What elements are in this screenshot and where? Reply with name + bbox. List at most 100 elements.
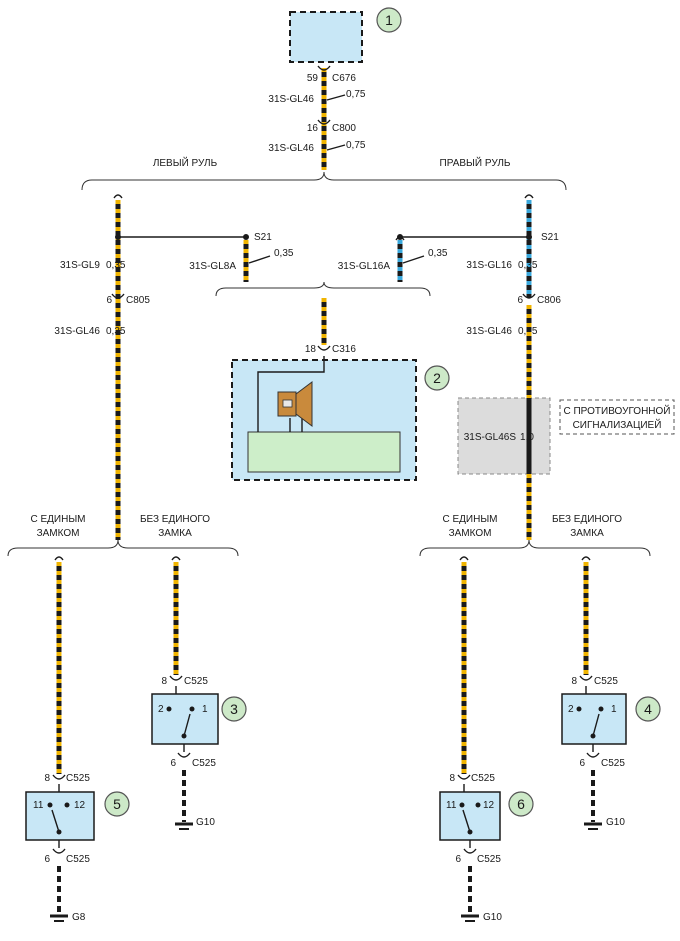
diagram-path	[457, 774, 471, 780]
diagram-path	[459, 556, 469, 561]
callout-1: 1	[385, 12, 393, 28]
label-left-steering: ЛЕВЫЙ РУЛЬ	[153, 156, 218, 169]
size-075-1: 0,75	[346, 89, 366, 100]
c806-pin: 6	[517, 295, 523, 306]
size-gl16: 0,35	[518, 260, 538, 271]
alarm-note-box	[559, 399, 675, 435]
callout-2-circle	[424, 365, 450, 391]
diagram-label: 2	[568, 704, 574, 715]
c805-label: C805	[126, 295, 150, 306]
diagram-label: 6	[579, 758, 585, 769]
alarm-note-line2: СИГНАЛИЗАЦИЕЙ	[573, 418, 662, 431]
component-2-module	[247, 431, 401, 473]
connector-c805-mark	[111, 293, 125, 299]
connector-c800-mark	[317, 119, 331, 125]
c525-5-top-mark	[52, 774, 66, 780]
splice-s21-right: S21	[541, 232, 559, 243]
diagram-path	[581, 556, 591, 561]
diagram-label: C525	[184, 676, 208, 687]
connector-c676-mark	[317, 65, 331, 71]
diagram-label: 6	[44, 854, 50, 865]
diagram-line	[592, 713, 600, 737]
size-gl46s: 1,0	[520, 432, 534, 443]
diagram-label: 12	[483, 800, 495, 811]
diagram-circle	[181, 733, 187, 739]
wire-gl16: 31S-GL16	[466, 260, 512, 271]
c805-pin: 6	[106, 295, 112, 306]
callout-3: 3	[230, 701, 238, 717]
ground-g10-bottom-label: G10	[483, 912, 502, 923]
right-with-lock-1: С ЕДИНЫМ	[442, 514, 497, 525]
diagram-line	[248, 255, 271, 264]
diagram-line	[51, 809, 60, 833]
c800-pin: 16	[307, 123, 319, 134]
diagram-path	[177, 752, 191, 758]
left-with-lock-2: ЗАМКОМ	[37, 528, 80, 539]
callout-4-circle	[635, 696, 661, 722]
callout-5-circle	[104, 791, 130, 817]
callout-6: 6	[517, 796, 525, 812]
left-without-lock-2: ЗАМКА	[158, 528, 192, 539]
c316-pin: 18	[305, 344, 317, 355]
right-with-lock-2: ЗАМКОМ	[449, 528, 492, 539]
c800-label: C800	[332, 123, 356, 134]
diagram-circle	[189, 706, 195, 712]
diagram-path	[579, 675, 593, 681]
size-gl46-left: 0,35	[106, 326, 126, 337]
diagram-path	[113, 194, 123, 199]
size-gl16a: 0,35	[428, 248, 448, 259]
diagram-circle	[56, 829, 62, 835]
diagram-label: 2	[158, 704, 164, 715]
callout-4: 4	[644, 701, 652, 717]
diagram-line	[183, 713, 191, 737]
wire-gl46-top2: 31S-GL46	[268, 143, 314, 154]
callout-6-circle	[508, 791, 534, 817]
callout-2: 2	[433, 370, 441, 386]
diagram-path	[257, 356, 325, 432]
wire-gl46s: 31S-GL46S	[464, 432, 517, 443]
diagram-label: 12	[74, 800, 86, 811]
right-lower-brace	[419, 539, 651, 557]
diagram-label: 8	[44, 773, 50, 784]
label-right-steering: ПРАВЫЙ РУЛЬ	[440, 156, 511, 169]
size-gl9: 0,35	[106, 260, 126, 271]
right-without-lock-2: ЗАМКА	[570, 528, 604, 539]
alarm-note-line1: С ПРОТИВОУГОННОЙ	[563, 404, 670, 417]
diagram-line	[326, 94, 346, 101]
diagram-label: 6	[170, 758, 176, 769]
diagram-path	[463, 848, 477, 854]
c676-pin: 59	[307, 73, 319, 84]
size-075-2: 0,75	[346, 140, 366, 151]
diagram-circle	[47, 802, 53, 808]
wire-gl46-left: 31S-GL46	[54, 326, 100, 337]
diagram-path	[52, 848, 66, 854]
diagram-circle	[590, 733, 596, 739]
diagram-label: C525	[594, 676, 618, 687]
diagram-label: C525	[477, 854, 501, 865]
component-2-horn-icon	[295, 381, 313, 427]
diagram-circle	[576, 706, 582, 712]
diagram-circle	[467, 829, 473, 835]
diagram-label: 1	[202, 704, 208, 715]
wire-gl9: 31S-GL9	[60, 260, 100, 271]
diagram-path	[289, 418, 303, 432]
diagram-circle	[64, 802, 70, 808]
diagram-label: C525	[66, 854, 90, 865]
diagram-label: 8	[161, 676, 167, 687]
connector-c806-mark	[522, 293, 536, 299]
splice-right-dot	[526, 234, 532, 240]
wire-gl8a: 31S-GL8A	[189, 261, 236, 272]
diagram-label: 11	[33, 800, 44, 811]
diagram-circle	[598, 706, 604, 712]
diagram-label: C525	[601, 758, 625, 769]
diagram-path	[169, 675, 183, 681]
diagram-line	[402, 255, 425, 264]
diagram-path	[171, 556, 181, 561]
c676-label: C676	[332, 73, 356, 84]
diagram-circle	[166, 706, 172, 712]
diagram-path	[54, 556, 64, 561]
left-without-lock-1: БЕЗ ЕДИНОГО	[140, 514, 210, 525]
diagram-circle	[459, 802, 465, 808]
switch-5-box	[25, 791, 95, 841]
